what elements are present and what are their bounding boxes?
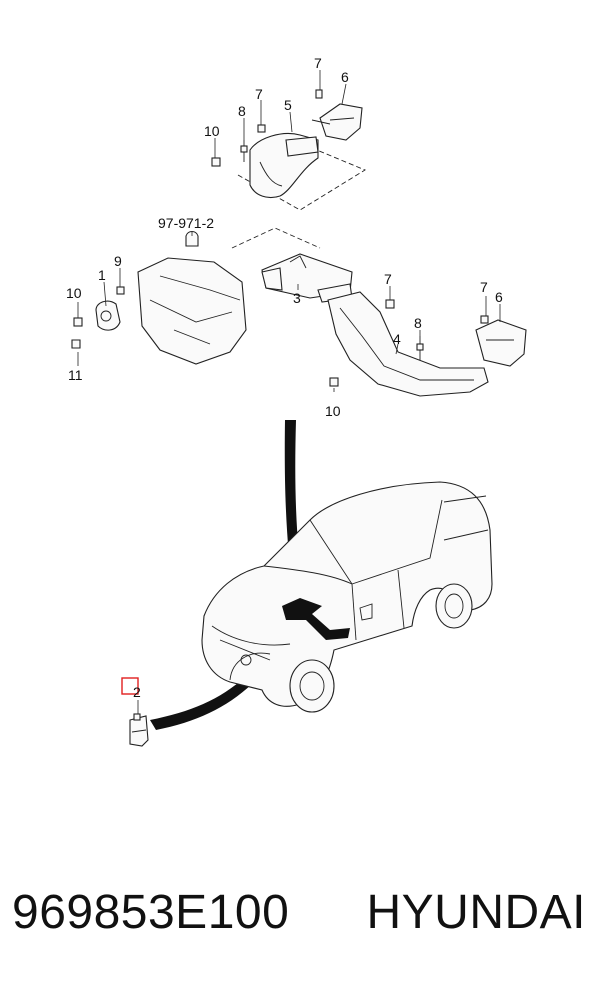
- callout-8-upper: 8: [238, 103, 246, 119]
- brand-name: HYUNDAI: [366, 885, 586, 939]
- callout-6-top: 6: [341, 69, 349, 85]
- heater-unit-assembly: [71, 230, 353, 366]
- lower-duct-assembly: [327, 286, 527, 397]
- upper-duct-assembly: [211, 70, 366, 249]
- callout-5: 5: [284, 97, 292, 113]
- callout-8-mid: 8: [414, 315, 422, 331]
- callout-7-upper: 7: [255, 86, 263, 102]
- callout-1: 1: [98, 267, 106, 283]
- callout-9: 9: [114, 253, 122, 269]
- parts-diagram: 7 6 7 5 8 10 97-971-2 9 1 10 11 3 7 8 4 …: [66, 55, 527, 747]
- callout-10-left: 10: [66, 285, 82, 301]
- callout-11: 11: [68, 367, 83, 383]
- callout-2: 2: [133, 684, 141, 700]
- callout-3: 3: [293, 290, 301, 306]
- sensor-part-2: [121, 677, 149, 747]
- callout-7-right: 7: [480, 279, 488, 295]
- vehicle-outline: [201, 481, 493, 713]
- callout-7-mid: 7: [384, 271, 392, 287]
- pointer-arrow-lower: [150, 676, 252, 730]
- callout-7-top: 7: [314, 55, 322, 71]
- caption-bar: 969853E100 HYUNDAI: [0, 872, 600, 952]
- part-number: 969853E100: [12, 885, 290, 939]
- callout-4: 4: [393, 331, 401, 347]
- callout-6-right: 6: [495, 289, 503, 305]
- callout-10-upper: 10: [204, 123, 220, 139]
- callout-10-lower: 10: [325, 403, 341, 419]
- highlight-box: [121, 677, 139, 695]
- reference-97-971-2: 97-971-2: [158, 215, 214, 231]
